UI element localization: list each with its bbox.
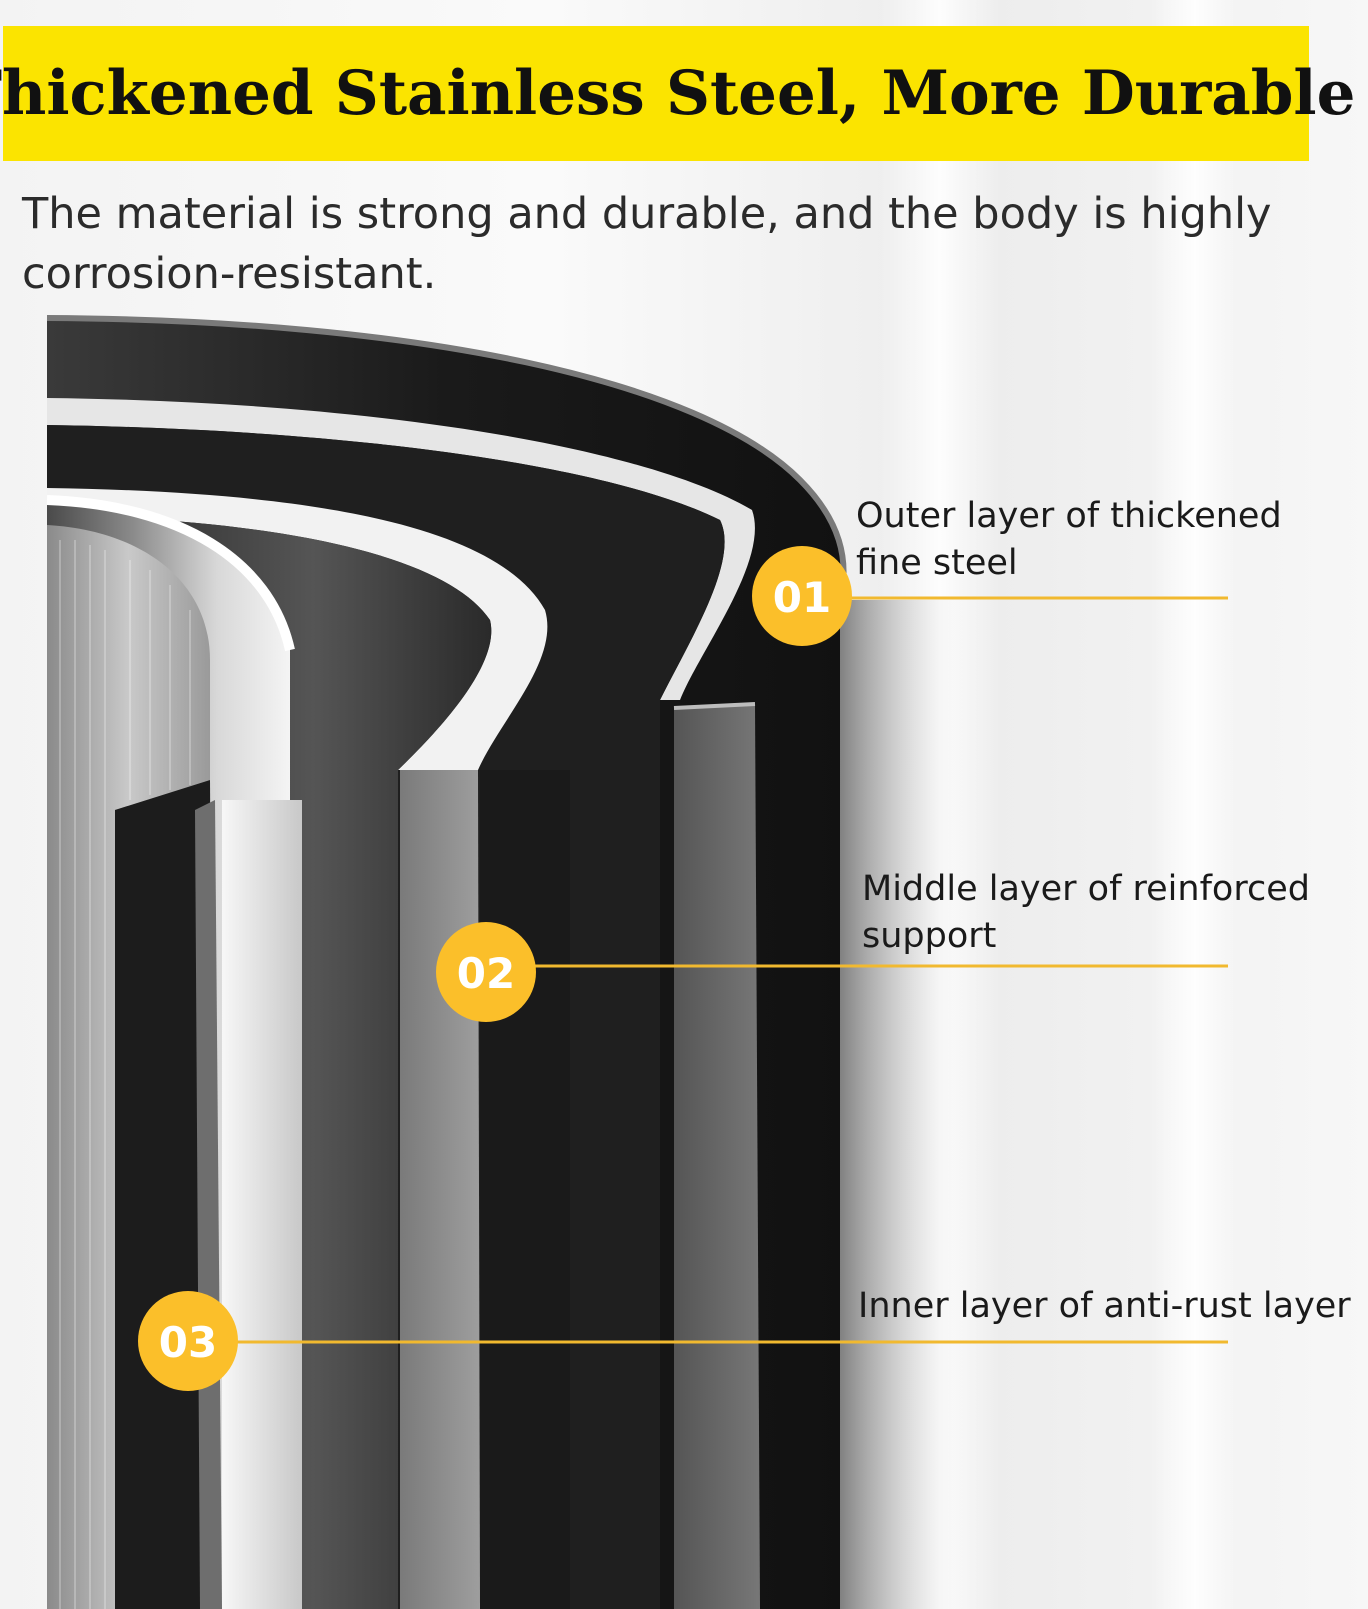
title-banner: Thickened Stainless Steel, More Durable: [0, 26, 1355, 161]
callout-label-02-line2: support: [862, 916, 997, 956]
svg-text:01: 01: [773, 573, 831, 622]
svg-text:02: 02: [457, 949, 515, 998]
page-title: Thickened Stainless Steel, More Durable: [0, 58, 1356, 129]
badge-02: 02: [436, 922, 536, 1022]
callout-label-01: Outer layer of thickened fine steel: [856, 493, 1282, 587]
callout-label-01-line1: Outer layer of thickened: [856, 496, 1282, 536]
callout-label-01-line2: fine steel: [856, 543, 1018, 583]
badge-03: 03: [138, 1291, 238, 1391]
callout-label-03: Inner layer of anti-rust layer: [858, 1283, 1351, 1330]
callout-label-02: Middle layer of reinforced support: [862, 866, 1310, 960]
callout-label-03-line1: Inner layer of anti-rust layer: [858, 1286, 1351, 1326]
callout-label-02-line1: Middle layer of reinforced: [862, 869, 1310, 909]
page-subtitle: The material is strong and durable, and …: [22, 189, 1272, 299]
badge-01: 01: [752, 546, 852, 646]
svg-text:03: 03: [159, 1318, 217, 1367]
